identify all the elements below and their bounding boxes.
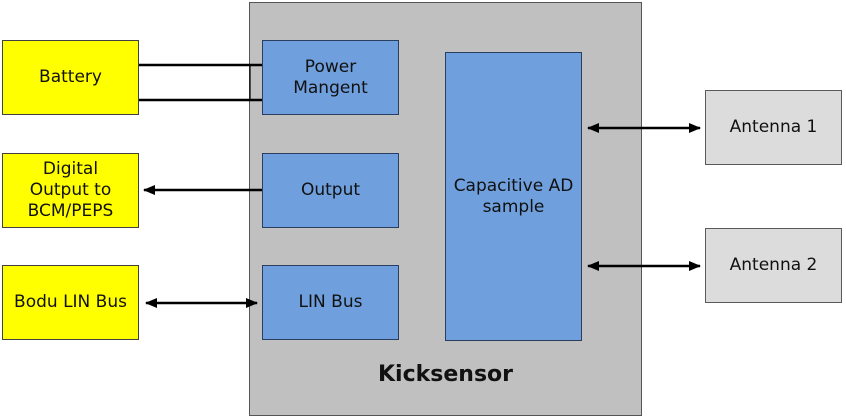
output-block: Output [262,153,399,228]
kicksensor-title: Kicksensor [378,362,513,387]
capacitive-ad-sample-block: Capacitive AD sample [445,52,582,341]
body-lin-bus-block: Bodu LIN Bus [2,265,139,340]
lin-bus-block: LIN Bus [262,265,399,340]
antenna-1-block: Antenna 1 [705,90,842,165]
digital-output-block: Digital Output to BCM/PEPS [2,153,139,228]
battery-block: Battery [2,40,139,115]
antenna-2-block: Antenna 2 [705,228,842,303]
power-management-block: Power Mangent [262,40,399,115]
